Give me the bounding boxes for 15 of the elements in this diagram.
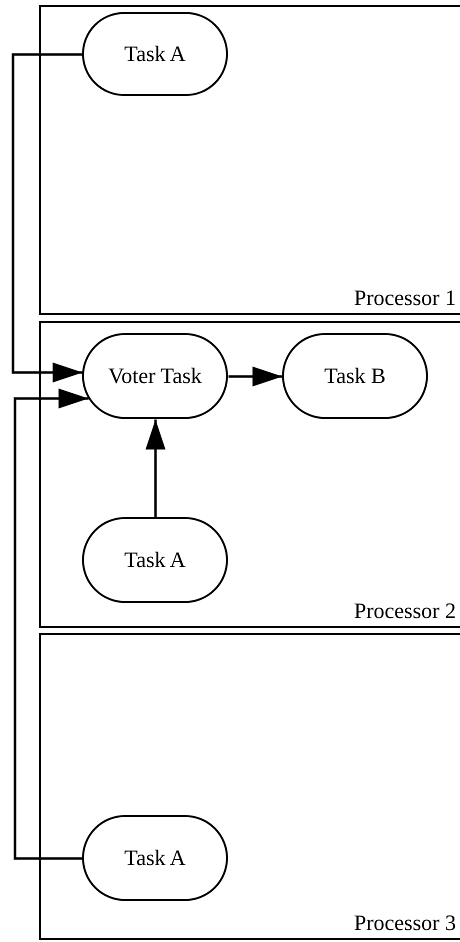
task-label: Task A xyxy=(124,547,186,573)
processor-label: Processor 1 xyxy=(354,285,456,311)
processor-box xyxy=(39,5,460,315)
task-label: Task A xyxy=(124,41,186,67)
processor-box xyxy=(39,633,460,940)
arrow xyxy=(14,388,89,860)
task-label: Task A xyxy=(124,845,186,871)
task-label: Task B xyxy=(324,363,386,389)
processor-box xyxy=(39,321,460,628)
arrow xyxy=(12,53,83,382)
processor-label: Processor 2 xyxy=(354,598,456,624)
task-label: Voter Task xyxy=(108,363,202,389)
processor-label: Processor 3 xyxy=(354,910,456,936)
arrow xyxy=(146,420,166,518)
arrow xyxy=(228,366,282,386)
